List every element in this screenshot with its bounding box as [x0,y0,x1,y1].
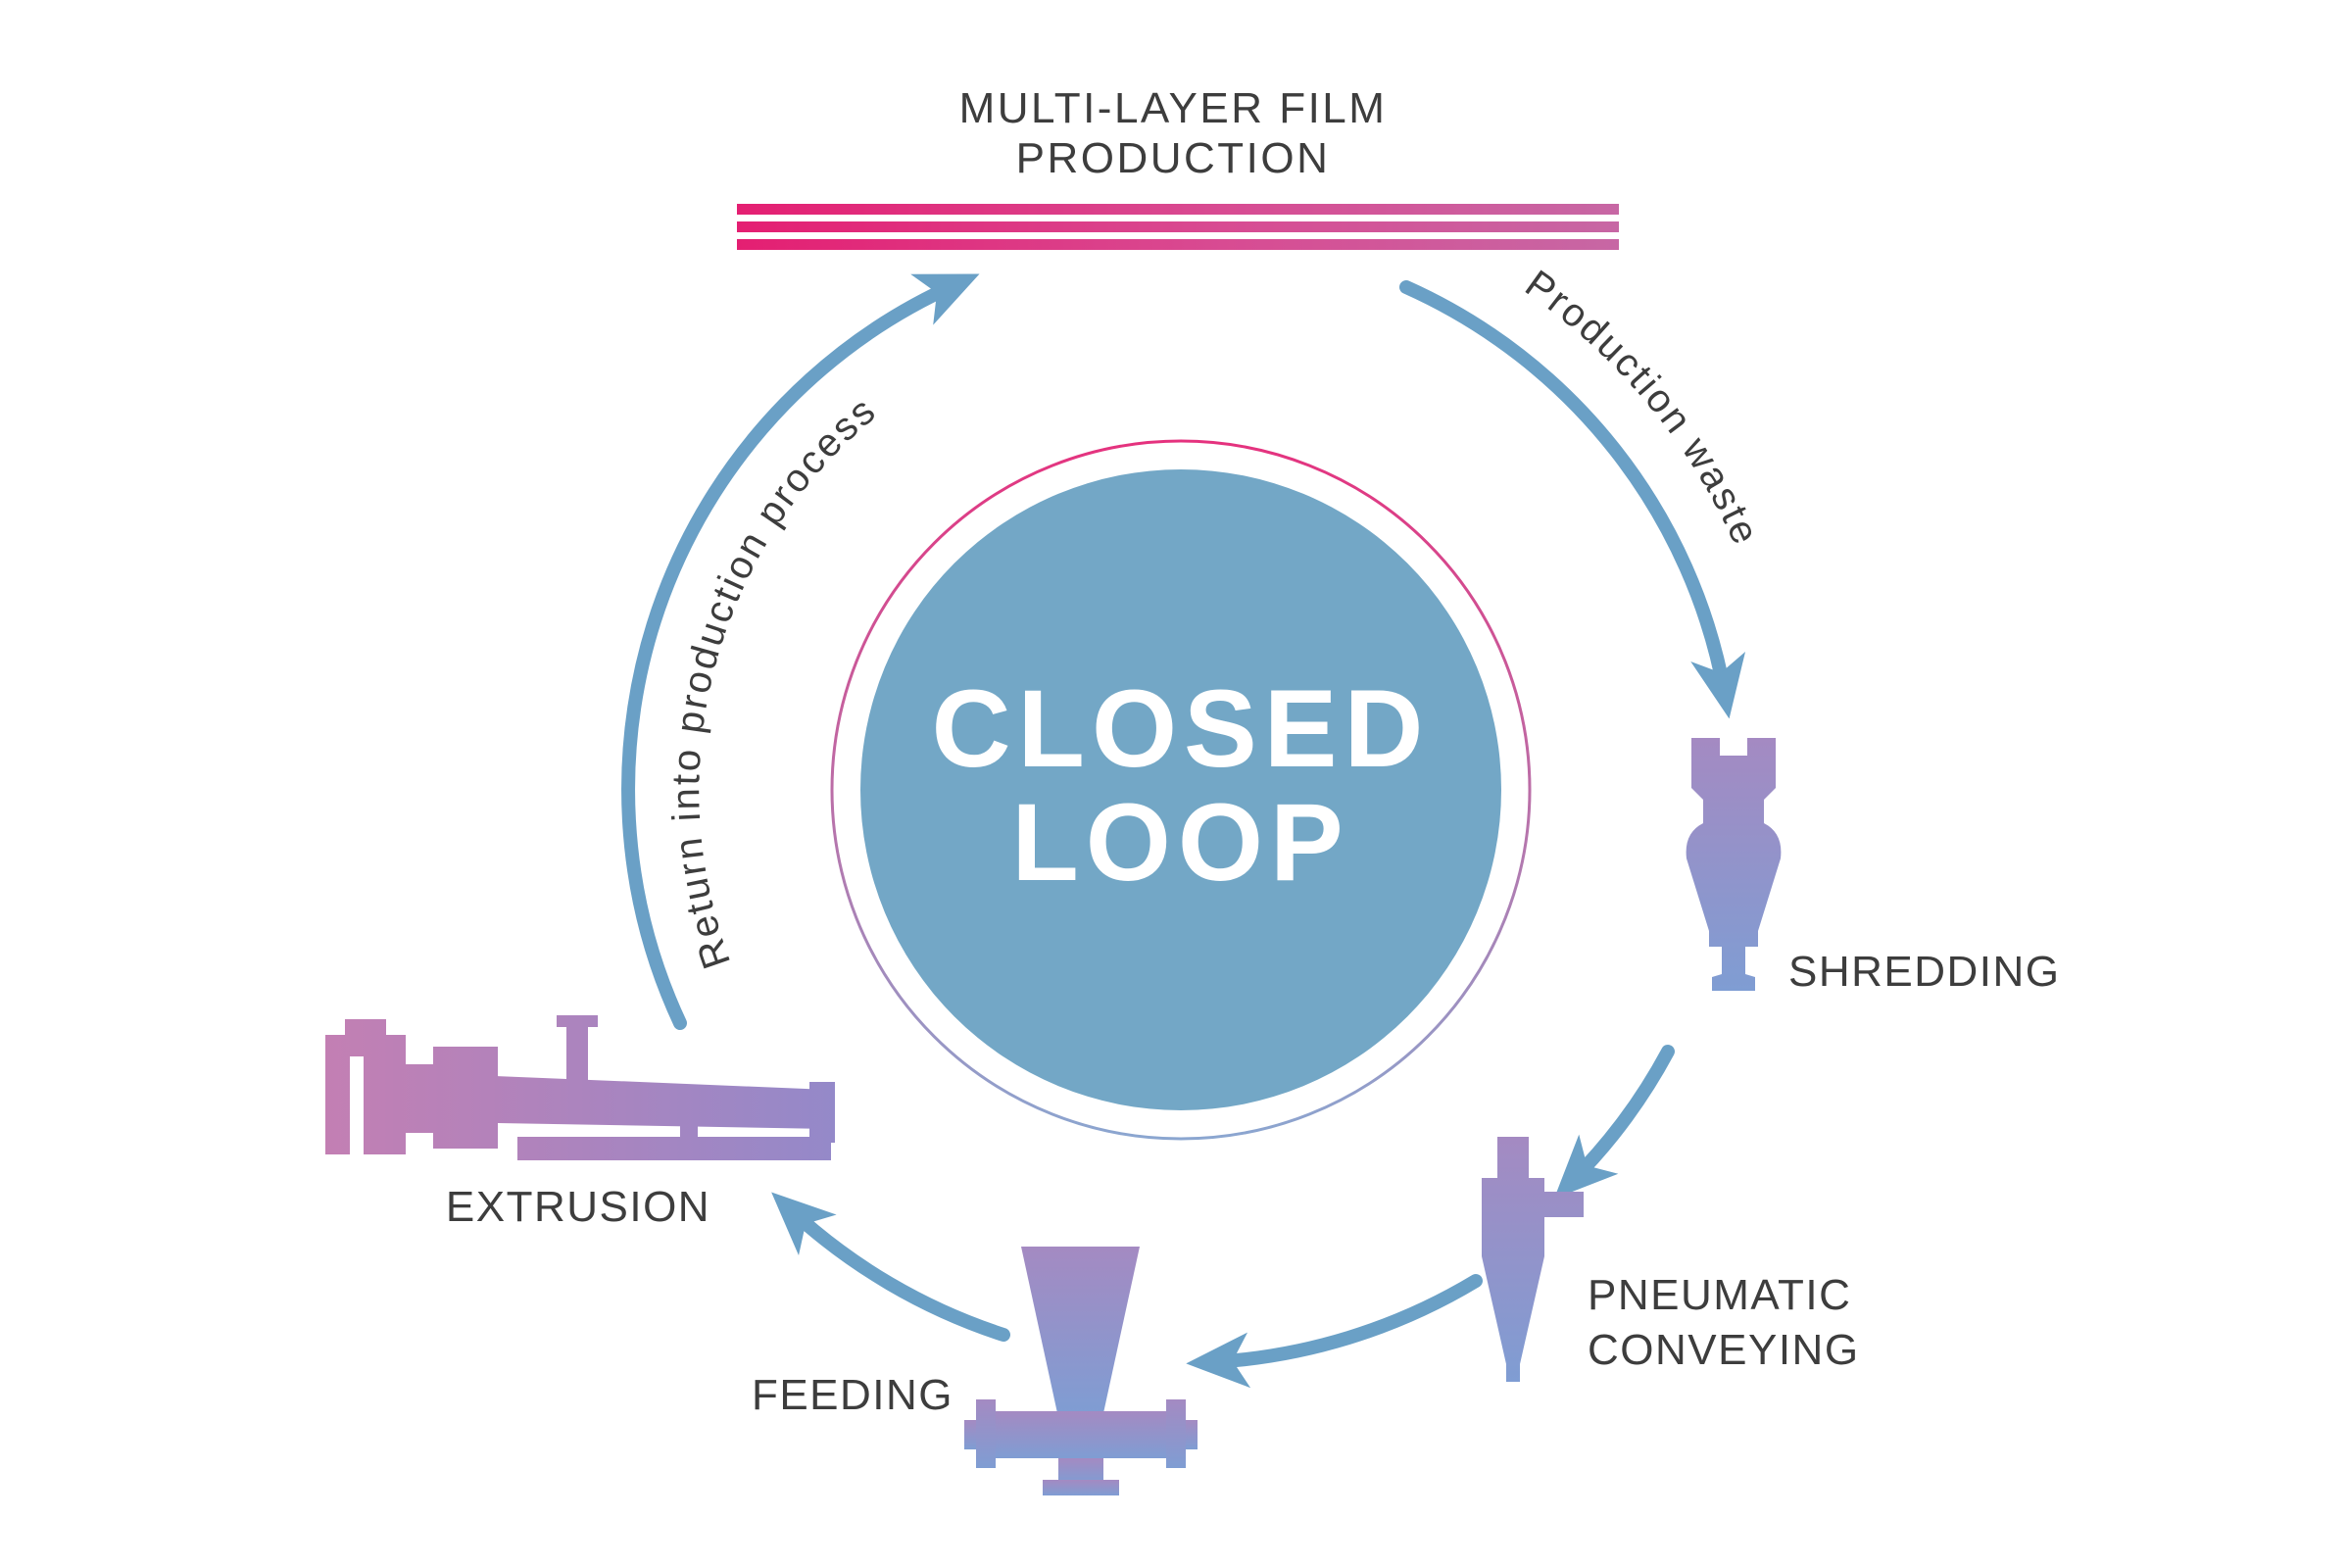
shredder-icon [1686,738,1782,991]
center-circle [860,469,1501,1110]
label-pneumatic-line1: PNEUMATIC [1588,1271,1851,1319]
feeder-icon [964,1247,1198,1495]
center-label-line2: LOOP [1011,781,1349,904]
label-pneumatic-line2: CONVEYING [1588,1326,1860,1374]
label-feeding: FEEDING [752,1371,953,1419]
diagram-title-line1: MULTI-LAYER FILM [959,84,1388,132]
extruder-icon [325,1015,835,1160]
label-shredding: SHREDDING [1788,948,2061,996]
diagram-title-line2: PRODUCTION [1016,134,1331,182]
arrow-return-to-production [621,273,980,1030]
return-into-production-curved-text: Return into production process [664,388,885,974]
arrow-pneumatic-to-feeding [1186,1274,1483,1389]
flow-arrows [621,273,1746,1389]
arrow-shredding-to-pneumatic [1553,1045,1675,1200]
arrow-production-to-shredding [1399,280,1746,719]
film-layers-icon [737,204,1619,250]
loop-ring [830,439,1532,1141]
arrow-feeding-to-extrusion [771,1192,1010,1342]
center-label-line1: CLOSED [932,667,1431,790]
label-extrusion: EXTRUSION [446,1183,710,1231]
production-waste-curved-text: Production waste [1518,263,1768,553]
pneumatic-cyclone-icon [1482,1137,1584,1382]
